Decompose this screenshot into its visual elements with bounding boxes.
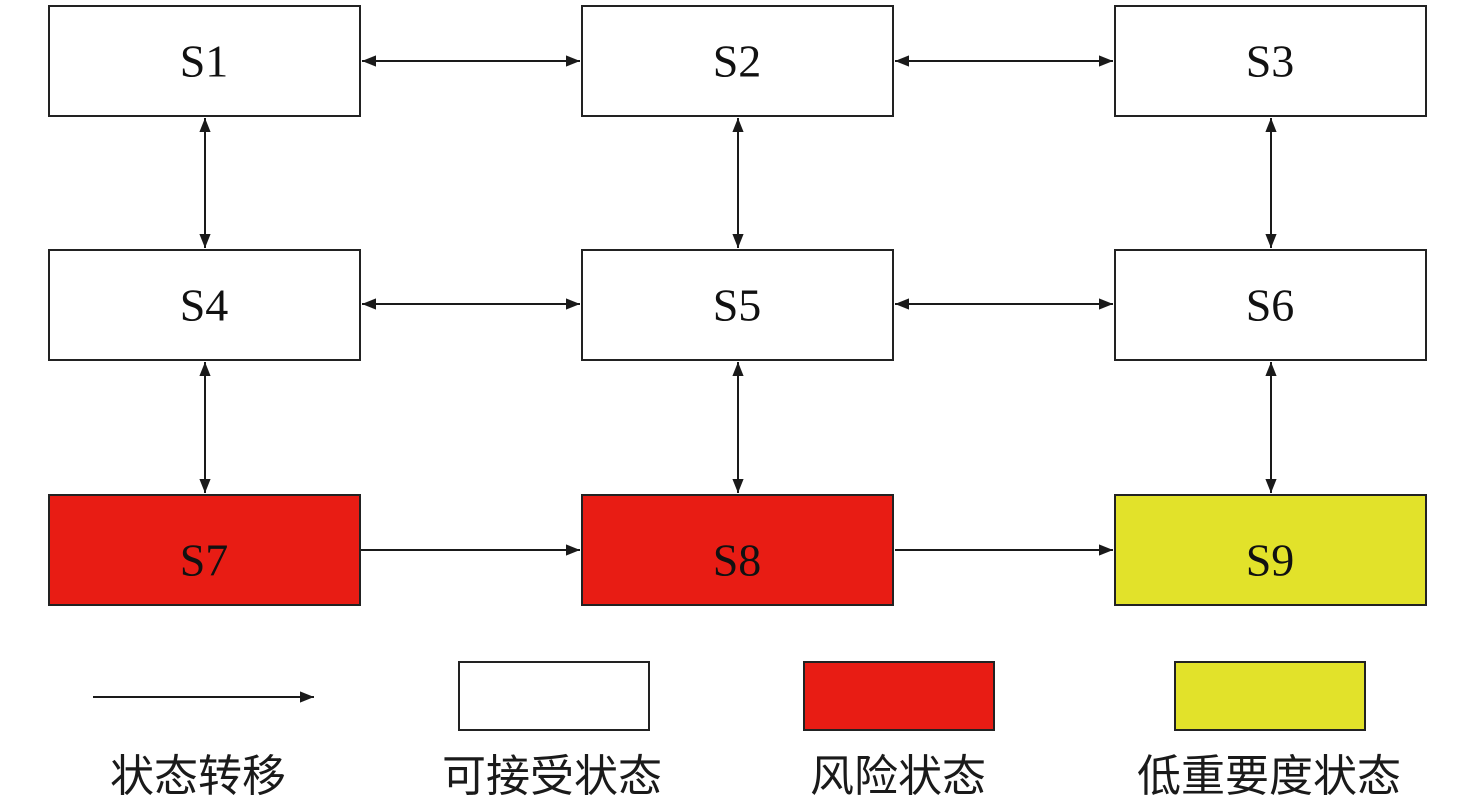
legend-low-importance-label: 低重要度状态 [1137,751,1401,802]
state-box-s7 [48,494,361,606]
state-box-s5 [581,249,894,361]
legend-acceptable-swatch [458,661,650,731]
state-s7: S7 [48,494,361,606]
state-label-s2: S2 [713,36,762,87]
state-label-s3: S3 [1246,36,1295,87]
legend-item-transition: 状态转移 [93,691,314,802]
state-s4: S4 [48,249,361,361]
state-label-s8: S8 [713,535,762,586]
state-label-s7: S7 [180,535,229,586]
state-box-s2 [581,5,894,117]
legend-risk-label: 风险状态 [810,751,986,802]
state-label-s6: S6 [1246,280,1295,331]
legend-item-risk: 风险状态 [803,661,995,802]
state-box-s6 [1114,249,1427,361]
legend-item-low-importance: 低重要度状态 [1137,661,1401,802]
state-s3: S3 [1114,5,1427,117]
legend-item-acceptable: 可接受状态 [442,661,662,802]
state-s1: S1 [48,5,361,117]
state-box-s3 [1114,5,1427,117]
state-box-s4 [48,249,361,361]
state-label-s9: S9 [1246,535,1295,586]
state-s2: S2 [581,5,894,117]
state-label-s1: S1 [180,36,229,87]
legend-transition-label: 状态转移 [110,751,286,802]
legend: 状态转移 可接受状态 风险状态 低重要度状态 [93,661,1401,802]
state-s9: S9 [1114,494,1427,606]
state-label-s4: S4 [180,280,229,331]
legend-acceptable-label: 可接受状态 [442,751,662,802]
transitions [199,55,1277,556]
legend-risk-swatch [803,661,995,731]
legend-low-importance-swatch [1174,661,1366,731]
state-box-s9 [1114,494,1427,606]
state-label-s5: S5 [713,280,762,331]
state-box-s1 [48,5,361,117]
state-s8: S8 [581,494,894,606]
state-s6: S6 [1114,249,1427,361]
state-box-s8 [581,494,894,606]
state-s5: S5 [581,249,894,361]
